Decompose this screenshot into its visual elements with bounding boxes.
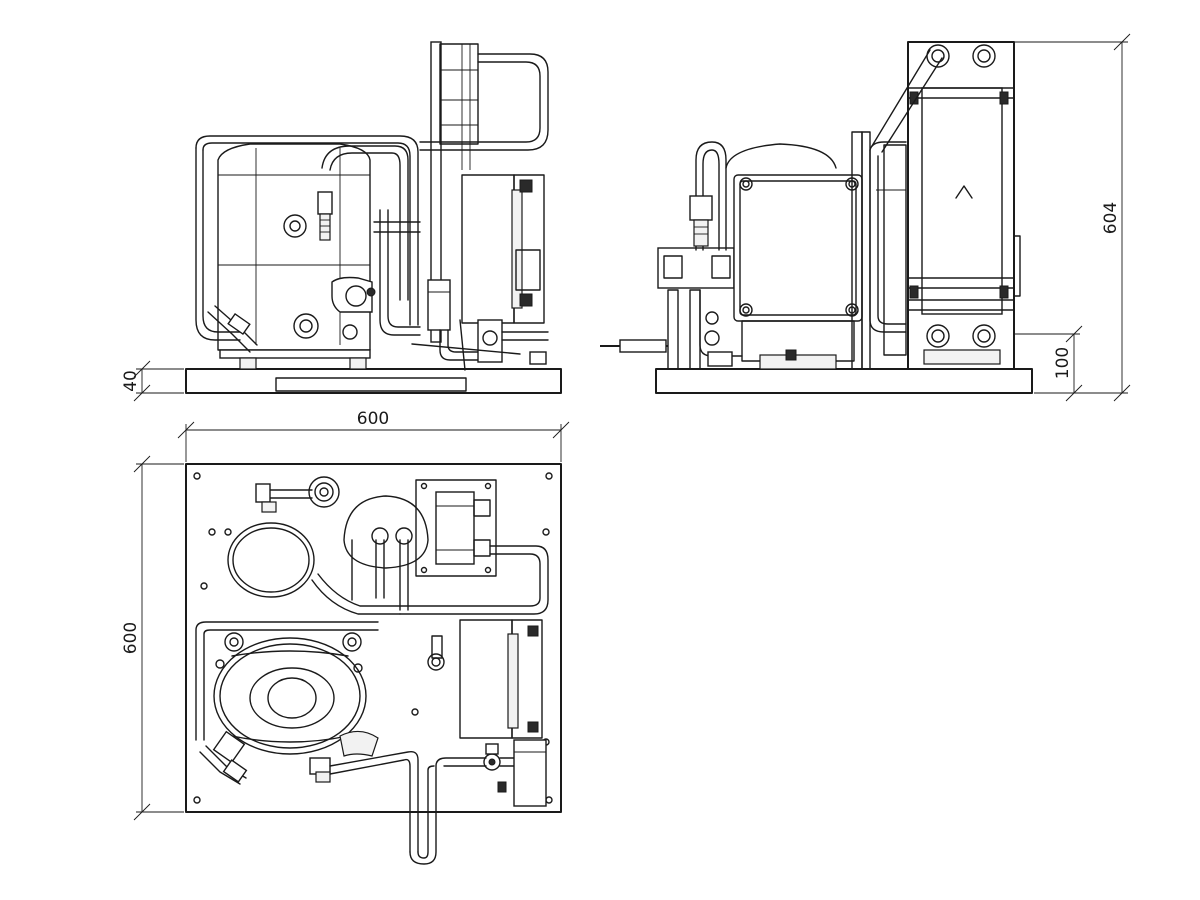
dimension-frame-height: 100 <box>1014 325 1083 402</box>
top-accumulator <box>343 495 429 569</box>
front-base-plate <box>185 368 562 394</box>
top-receiver <box>227 522 315 598</box>
dimension-label-base: 40 <box>121 370 141 392</box>
dimension-label-depth: 600 <box>121 622 141 654</box>
side-pipe-right <box>869 149 907 333</box>
caret-up-icon <box>955 185 973 199</box>
side-base-plate <box>655 368 1033 394</box>
front-pipe-loop-left <box>195 147 241 341</box>
dimension-label-width: 600 <box>357 409 389 429</box>
dimension-base-height: 40 <box>121 360 184 402</box>
front-fan-motor <box>461 174 515 324</box>
front-drier <box>427 279 451 331</box>
side-compressor-dome <box>725 143 837 169</box>
front-base-slot <box>275 377 467 392</box>
dimension-total-height: 604 <box>1014 33 1131 402</box>
top-base-plate <box>185 463 562 813</box>
top-view <box>185 463 562 865</box>
side-view <box>600 41 1033 394</box>
front-condenser-fin <box>430 41 442 343</box>
top-filter-bracket <box>415 479 497 577</box>
top-control-box <box>513 739 547 807</box>
top-compressor <box>213 637 367 755</box>
front-pipe-top <box>195 135 419 326</box>
compressor-port <box>283 214 307 238</box>
side-electrical-box <box>733 174 863 322</box>
side-condenser-frame <box>907 41 1015 370</box>
dimension-label-total-height: 604 <box>1101 202 1121 234</box>
dimension-width-top: 600 <box>177 409 570 462</box>
side-diagonal-pipe <box>871 49 931 147</box>
front-view <box>185 41 562 394</box>
top-fan-motor <box>459 619 513 739</box>
compressor-shell <box>217 143 371 351</box>
side-pressure-switch <box>657 247 735 289</box>
front-condenser-pipe <box>419 53 549 151</box>
dimension-depth-left: 600 <box>121 455 184 821</box>
dimension-label-frame-height: 100 <box>1053 347 1073 379</box>
side-condenser-coil <box>921 87 1003 315</box>
compressor-lower-port <box>293 313 319 339</box>
